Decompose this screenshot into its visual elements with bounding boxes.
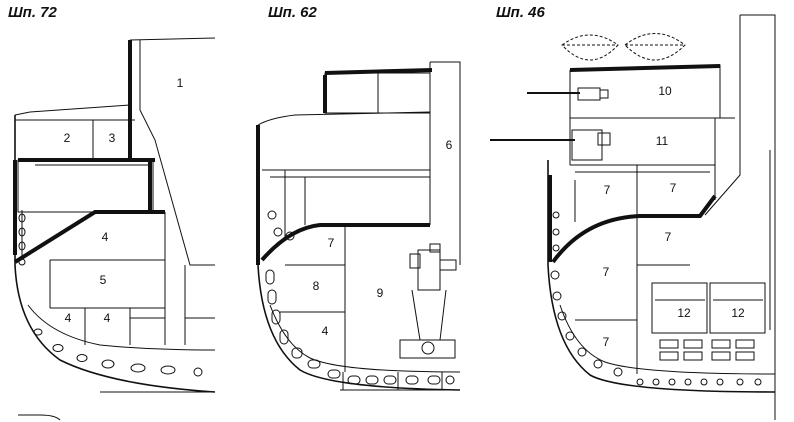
label-compartment-5: 5 — [100, 273, 107, 287]
gun-upper — [527, 87, 609, 101]
label-compartment-12-a: 12 — [677, 306, 691, 320]
label-compartment-11: 11 — [656, 134, 669, 148]
lightening-holes-46 — [550, 211, 762, 386]
label-compartment-12-b: 12 — [731, 306, 745, 320]
label-compartment-4-fr62: 4 — [322, 324, 329, 338]
lightening-holes-62 — [265, 269, 455, 385]
label-compartment-8: 8 — [313, 279, 320, 293]
label-compartment-4-right: 4 — [104, 311, 111, 325]
label-compartment-7-d: 7 — [603, 265, 610, 279]
label-compartment-4-left: 4 — [65, 311, 72, 325]
lightening-holes-72 — [33, 328, 203, 377]
steam-engine — [399, 243, 457, 359]
label-compartment-7-a: 7 — [604, 183, 611, 197]
label-compartment-7-e: 7 — [603, 335, 610, 349]
title-frame-46: Шп. 46 — [496, 4, 545, 21]
hull-outline-62 — [257, 125, 461, 391]
label-compartment-1: 1 — [177, 76, 184, 90]
hull-outline-46 — [547, 160, 776, 393]
corner-mark — [18, 414, 61, 421]
armor-deck-72 — [13, 210, 165, 264]
section-frame-46: 10 11 7 7 7 7 7 12 12 — [490, 14, 776, 420]
boat-1 — [561, 34, 619, 61]
double-bottom-72 — [27, 304, 216, 351]
label-compartment-7-b: 7 — [670, 181, 677, 195]
armor-deck-62 — [260, 223, 430, 262]
label-compartment-9: 9 — [377, 286, 384, 300]
hull-outline-72 — [14, 115, 216, 393]
label-compartment-2: 2 — [64, 131, 71, 145]
label-compartment-6: 6 — [446, 138, 453, 152]
label-compartment-3: 3 — [109, 131, 116, 145]
boat-2 — [624, 33, 686, 61]
label-compartment-7-c: 7 — [665, 230, 672, 244]
label-compartment-7-fr62: 7 — [328, 236, 335, 250]
title-frame-62: Шп. 62 — [268, 4, 317, 21]
section-frame-72: 1 2 3 4 5 4 4 — [13, 37, 216, 393]
bottom-boxes-46 — [659, 339, 755, 361]
compartment-12-right — [709, 282, 766, 334]
label-compartment-4-upper: 4 — [102, 230, 109, 244]
title-frame-72: Шп. 72 — [8, 4, 57, 21]
compartment-12-left — [651, 282, 708, 334]
gun-lower — [490, 129, 611, 161]
section-frame-62: 6 7 8 9 4 — [256, 61, 461, 391]
armor-deck-46 — [551, 194, 717, 264]
casemate-72 — [17, 159, 154, 213]
label-compartment-10: 10 — [658, 84, 672, 98]
